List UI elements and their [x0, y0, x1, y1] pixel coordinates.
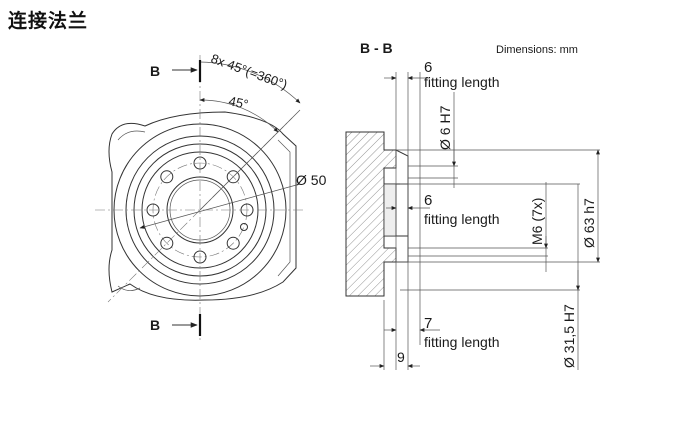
hole-dia-label: Ø 6 H7 [437, 105, 453, 150]
angle-45-label: 45° [227, 93, 249, 112]
inner-dia-label: Ø 31,5 H7 [561, 304, 577, 368]
units-note: Dimensions: mm [496, 44, 578, 56]
housing-edge-bl [117, 285, 141, 291]
bot-fit-value: 7 [424, 315, 432, 332]
mid-fit-text: fitting length [424, 211, 500, 227]
bolt-hole [226, 170, 240, 184]
bot-fit-text: fitting length [424, 334, 500, 350]
bore-recess [383, 183, 397, 237]
pin-hole [240, 223, 248, 231]
pitch-diameter-label: Ø 50 [296, 172, 327, 188]
housing-outline [108, 111, 297, 301]
angle-extension-line [199, 109, 301, 211]
bolt-hole [160, 236, 174, 250]
pitch-diameter-line [139, 183, 301, 229]
housing-edge-tl [117, 130, 146, 141]
bolt-hole [160, 170, 174, 184]
depth-label: 9 [397, 349, 405, 365]
top-fit-text: fitting length [424, 74, 500, 90]
page-title: 连接法兰 [8, 10, 89, 32]
bolt-hole [226, 236, 240, 250]
angle-arc-total [199, 61, 301, 104]
angle-total-label: 8x 45°(=360°) [209, 51, 289, 93]
front-view: Ø 50 8x 45°(=360°) 45° B B [95, 51, 327, 340]
housing-edge-right [277, 139, 291, 277]
top-fit-value: 6 [424, 59, 432, 76]
thread-label: M6 (7x) [529, 198, 545, 245]
angle-arc-45 [199, 98, 279, 133]
section-marker-bottom: B [150, 317, 160, 333]
section-view: B - B Dimensions: mm 6 fitting length Ø … [345, 40, 600, 370]
section-label: B - B [360, 40, 393, 56]
mid-fit-value: 6 [424, 192, 432, 209]
diagonal-centerline-2 [107, 209, 201, 303]
outer-dia-label: Ø 63 h7 [581, 198, 597, 248]
section-marker-top: B [150, 63, 160, 79]
